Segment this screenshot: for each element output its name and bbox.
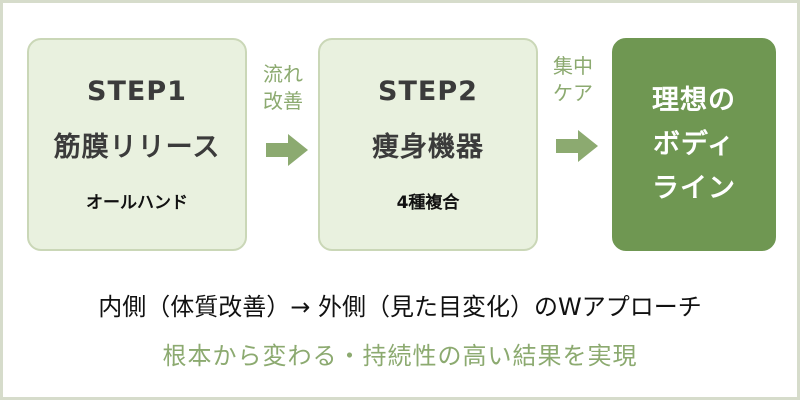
step2-title: 痩身機器 bbox=[372, 132, 484, 163]
goal-line-2: ボディ bbox=[652, 128, 736, 160]
connector-2-line1: 集中 bbox=[553, 54, 593, 78]
arrow-right-icon bbox=[266, 134, 308, 166]
main-caption: 内側（体質改善）→ 外側（見た目変化）のWアプローチ bbox=[98, 293, 702, 321]
step1-box: STEP1 筋膜リリース オールハンド bbox=[27, 38, 247, 251]
connector-2-line2: ケア bbox=[553, 81, 593, 105]
step2-subtitle: 4種複合 bbox=[396, 193, 460, 213]
connector-1: 流れ 改善 bbox=[248, 61, 318, 115]
step1-title: 筋膜リリース bbox=[53, 132, 221, 163]
connector-2: 集中 ケア bbox=[538, 53, 608, 107]
goal-line-1: 理想の bbox=[652, 84, 736, 116]
connector-1-line1: 流れ bbox=[263, 62, 303, 86]
goal-box: 理想の ボディ ライン bbox=[612, 38, 776, 251]
step1-subtitle: オールハンド bbox=[86, 193, 188, 213]
arrow-right-icon bbox=[556, 130, 598, 162]
step2-label: STEP2 bbox=[378, 76, 478, 107]
step1-label: STEP1 bbox=[87, 76, 187, 107]
connector-1-line2: 改善 bbox=[263, 89, 303, 113]
step2-box: STEP2 痩身機器 4種複合 bbox=[318, 38, 538, 251]
goal-line-3: ライン bbox=[652, 172, 736, 204]
sub-caption: 根本から変わる・持続性の高い結果を実現 bbox=[162, 342, 638, 370]
